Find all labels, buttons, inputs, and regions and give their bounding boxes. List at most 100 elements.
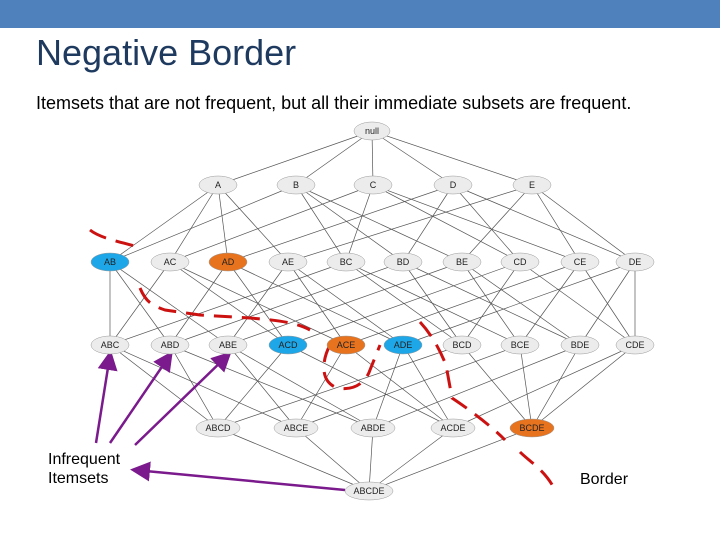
- lattice-edge-BDE-BCDE: [531, 344, 581, 429]
- node-label-A: A: [215, 180, 221, 190]
- infrequent-itemsets-label: Infrequent Itemsets: [48, 451, 121, 487]
- lattice-node-B: B: [276, 175, 316, 195]
- node-ellipse-E: [512, 175, 552, 195]
- node-label-ADE: ADE: [394, 340, 413, 350]
- lattice-edge-AE-ABE: [227, 261, 289, 346]
- node-ellipse-CD: [500, 252, 540, 272]
- node-ellipse-BCD: [442, 335, 482, 355]
- node-ellipse-C: [353, 175, 393, 195]
- node-ellipse-ABD: [150, 335, 190, 355]
- lattice-edge-CD-BCD: [461, 261, 521, 346]
- node-ellipse-ACD: [268, 335, 308, 355]
- lattice-edge-ABD-ABDE: [169, 344, 374, 429]
- lattice-edge-C-AC: [169, 184, 374, 263]
- node-ellipse-A: [198, 175, 238, 195]
- lattice-edge-CDE-ACDE: [452, 344, 636, 429]
- lattice-edge-E-AE: [287, 184, 533, 263]
- slide-title: Negative Border: [36, 32, 297, 73]
- node-ellipse-null: [353, 121, 391, 141]
- lattice-edge-CE-ACE: [345, 261, 581, 346]
- lattice-edge-AD-ABD: [169, 261, 229, 346]
- lattice-node-DE: DE: [615, 252, 655, 272]
- lattice-edge-D-CD: [452, 184, 521, 263]
- lattice-node-C: C: [353, 175, 393, 195]
- lattice-edge-B-BD: [295, 184, 404, 263]
- lattice-edge-ACD-ABCD: [217, 344, 289, 429]
- node-ellipse-BE: [442, 252, 482, 272]
- node-label-DE: DE: [629, 257, 642, 267]
- lattice-edge-BC-ABC: [109, 261, 347, 346]
- lattice-edge-ABCD-ABCDE: [217, 427, 370, 492]
- lattice-edge-BDE-ABDE: [372, 344, 581, 429]
- node-ellipse-AC: [150, 252, 190, 272]
- lattice-node-ADE: ADE: [383, 335, 423, 355]
- node-label-E: E: [529, 180, 535, 190]
- node-ellipse-B: [276, 175, 316, 195]
- node-label-ABCD: ABCD: [205, 423, 231, 433]
- slide-subtitle: Itemsets that are not frequent, but all …: [36, 93, 632, 113]
- lattice-edge-ABCE-ABCDE: [295, 427, 370, 492]
- lattice-node-ABCDE: ABCDE: [344, 481, 394, 501]
- lattice-edge-ACD-ACDE: [287, 344, 454, 429]
- node-ellipse-CDE: [615, 335, 655, 355]
- node-label-AC: AC: [164, 257, 177, 267]
- lattice-edge-null-D: [371, 130, 454, 186]
- lattice-edge-ABC-ABCE: [109, 344, 297, 429]
- lattice-node-ABCD: ABCD: [195, 418, 241, 438]
- node-label-AD: AD: [222, 257, 235, 267]
- lattice-edge-BCE-ABCE: [295, 344, 521, 429]
- lattice-edge-D-AD: [227, 184, 454, 263]
- lattice-edge-CD-CDE: [519, 261, 636, 346]
- negative-border-line: [89, 228, 557, 491]
- lattice-node-D: D: [433, 175, 473, 195]
- lattice-edge-ACE-ACDE: [345, 344, 454, 429]
- lattice-edge-BCD-BCDE: [461, 344, 533, 429]
- lattice-node-ABD: ABD: [150, 335, 190, 355]
- lattice-edge-BCDE-ABCDE: [368, 427, 533, 492]
- node-ellipse-BCE: [500, 335, 540, 355]
- node-label-AE: AE: [282, 257, 294, 267]
- node-ellipse-ABDE: [350, 418, 396, 438]
- lattice-edge-CDE-BCDE: [531, 344, 636, 429]
- lattice-node-CD: CD: [500, 252, 540, 272]
- node-ellipse-AB: [90, 252, 130, 272]
- node-ellipse-ABCDE: [344, 481, 394, 501]
- lattice-node-BCDE: BCDE: [509, 418, 555, 438]
- lattice-edge-CD-ACD: [287, 261, 521, 346]
- node-label-ABCE: ABCE: [284, 423, 309, 433]
- lattice-edge-null-A: [217, 130, 373, 186]
- lattice-edge-BD-ABD: [169, 261, 404, 346]
- lattice-edge-E-BE: [461, 184, 533, 263]
- lattice-edge-B-BC: [295, 184, 347, 263]
- node-label-BC: BC: [340, 257, 353, 267]
- lattice-edge-ACE-ABCE: [295, 344, 347, 429]
- node-ellipse-AD: [208, 252, 248, 272]
- arrow-to-ABE: [134, 351, 232, 446]
- lattice-node-BC: BC: [326, 252, 366, 272]
- node-ellipse-ADE: [383, 335, 423, 355]
- lattice-edge-A-AC: [169, 184, 219, 263]
- arrow-to-ABC: [94, 350, 118, 444]
- node-label-ABC: ABC: [101, 340, 120, 350]
- node-ellipse-AE: [268, 252, 308, 272]
- lattice-node-BD: BD: [383, 252, 423, 272]
- node-label-AB: AB: [104, 257, 116, 267]
- arrow-to-ABD: [108, 350, 173, 444]
- lattice-node-ACE: ACE: [326, 335, 366, 355]
- lattice-node-ABCE: ABCE: [273, 418, 319, 438]
- lattice-edge-D-BD: [402, 184, 454, 263]
- border-label: Border: [580, 471, 629, 488]
- node-ellipse-ABE: [208, 335, 248, 355]
- node-ellipse-ABCD: [195, 418, 241, 438]
- lattice-edge-C-CD: [372, 184, 521, 263]
- node-ellipse-BC: [326, 252, 366, 272]
- node-ellipse-ACDE: [430, 418, 476, 438]
- node-label-null: null: [365, 126, 379, 136]
- lattice-node-AB: AB: [90, 252, 130, 272]
- lattice-node-null: null: [353, 121, 391, 141]
- lattice-edge-DE-BDE: [579, 261, 636, 346]
- lattice-edge-BCE-BCDE: [519, 344, 533, 429]
- node-ellipse-BD: [383, 252, 423, 272]
- lattice-edge-D-DE: [452, 184, 636, 263]
